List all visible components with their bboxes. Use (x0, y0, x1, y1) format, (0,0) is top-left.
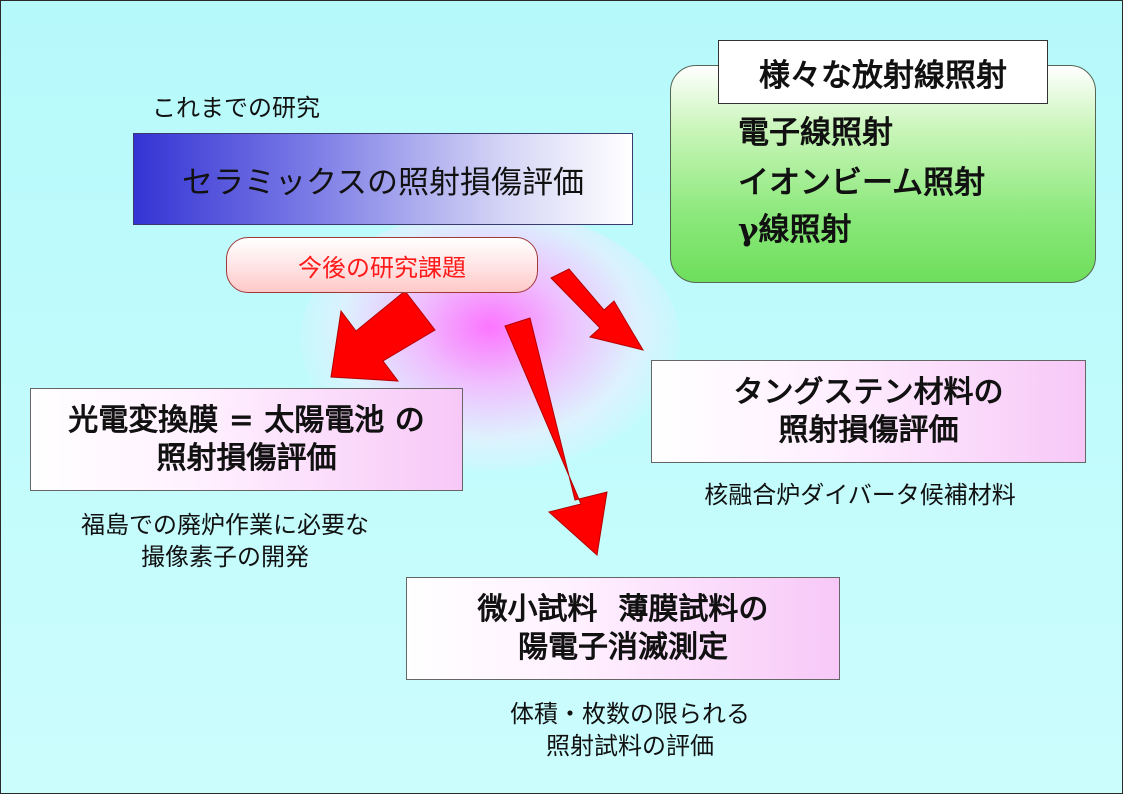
arrow-left (330, 290, 436, 382)
tungsten-box: タングステン材料の 照射損傷評価 (651, 360, 1086, 463)
small-sample-caption-line-2: 照射試料の評価 (546, 732, 714, 760)
ceramics-box: セラミックスの照射損傷評価 (133, 133, 633, 225)
past-research-label: これまでの研究 (152, 94, 320, 122)
photoelectric-caption: 福島での廃炉作業に必要な 撮像素子の開発 (50, 509, 400, 573)
small-sample-box: 微小試料 薄膜試料の 陽電子消滅測定 (406, 577, 840, 680)
arrow-right (550, 268, 645, 351)
small-sample-caption: 体積・枚数の限られる 照射試料の評価 (490, 698, 770, 762)
small-sample-caption-line-1: 体積・枚数の限られる (510, 700, 750, 728)
small-sample-line-1: 微小試料 薄膜試料の (477, 591, 769, 627)
radiation-item-ion-beam: イオンビーム照射 (738, 165, 986, 201)
photoelectric-line-2: 照射損傷評価 (156, 440, 337, 476)
small-sample-line-2: 陽電子消滅測定 (518, 629, 728, 665)
future-research-pill: 今後の研究課題 (226, 237, 538, 293)
arrow-down (504, 317, 608, 556)
photoelectric-caption-line-1: 福島での廃炉作業に必要な (81, 511, 369, 539)
radiation-item-electron: 電子線照射 (738, 115, 893, 151)
radiation-title: 様々な放射線照射 (718, 40, 1048, 104)
photoelectric-line-1: 光電変換膜 = 太陽電池 の (68, 402, 425, 438)
radiation-item-gamma: γ線照射 (738, 212, 852, 248)
tungsten-line-1: タングステン材料の (733, 374, 1004, 410)
photoelectric-box: 光電変換膜 = 太陽電池 の 照射損傷評価 (30, 388, 463, 491)
photoelectric-caption-line-2: 撮像素子の開発 (141, 543, 309, 571)
tungsten-line-2: 照射損傷評価 (778, 412, 959, 448)
tungsten-caption: 核融合炉ダイバータ候補材料 (704, 481, 1016, 509)
